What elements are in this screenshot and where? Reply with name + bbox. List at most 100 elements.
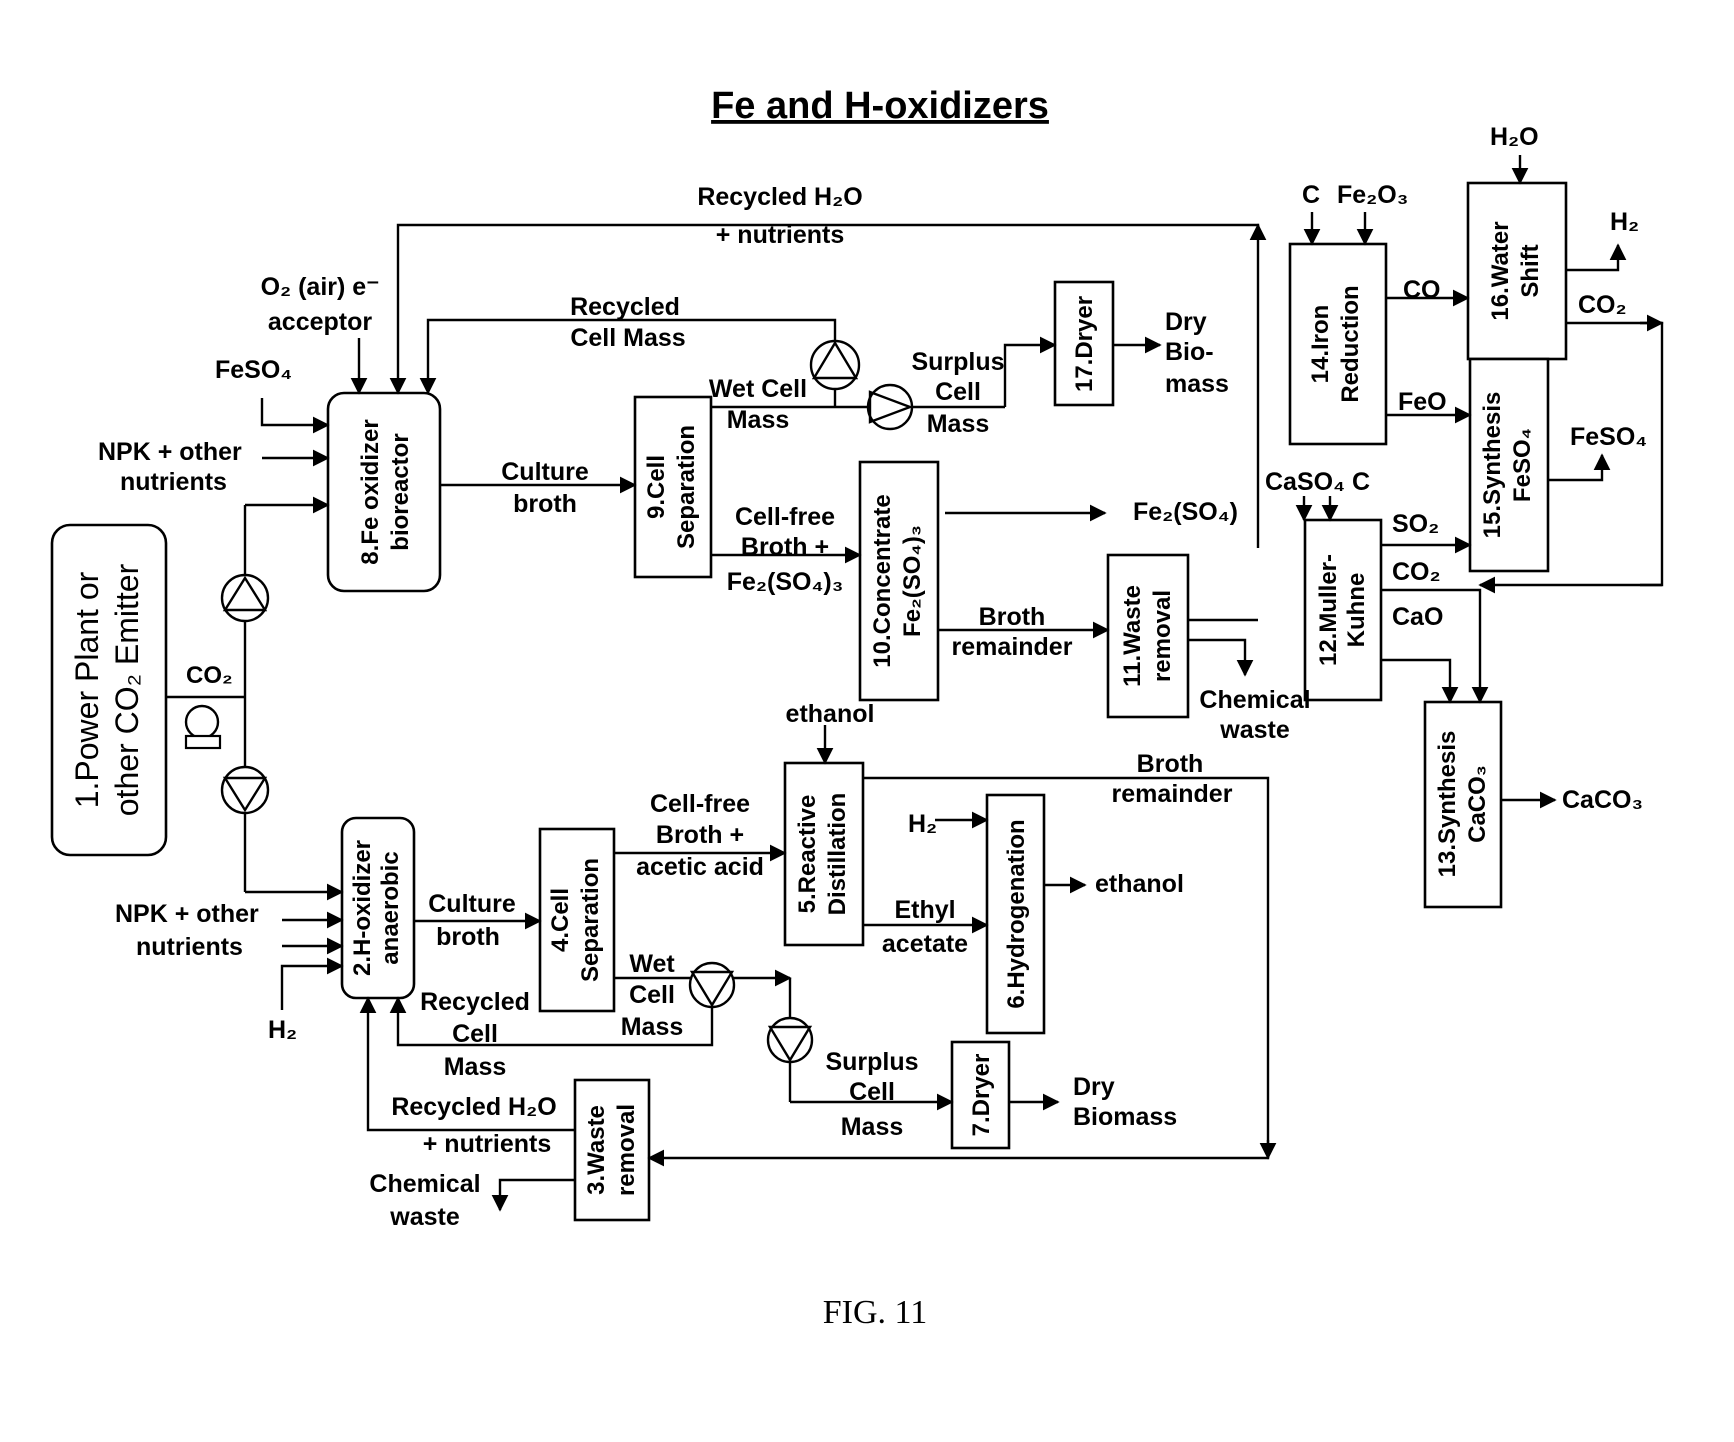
- unit-9-label-2: Separation: [673, 425, 700, 549]
- fe2o3-input-label: Fe₂O₃: [1337, 181, 1408, 209]
- pump-wet-top: [868, 385, 912, 429]
- cell-free-top-3: Fe₂(SO₄)₃: [727, 568, 844, 596]
- dry-biomass-top-3: mass: [1165, 370, 1229, 398]
- feso4-input-label: FeSO₄: [215, 356, 292, 384]
- o2-label-2: acceptor: [268, 308, 372, 336]
- cell-free-low-2: Broth +: [656, 821, 744, 849]
- broth-remainder-low-2: remainder: [1112, 780, 1233, 808]
- npk-top-label-2: nutrients: [120, 468, 227, 496]
- unit-16-label-1: 16.Water: [1487, 221, 1514, 320]
- unit-15-label-1: 15.Synthesis: [1479, 392, 1506, 539]
- surplus-top-1: Surplus: [911, 348, 1004, 376]
- unit-3-label-2: removal: [613, 1104, 640, 1196]
- unit-6-label: 6.Hydrogenation: [1003, 819, 1030, 1008]
- feso4-output-label: FeSO₄: [1570, 423, 1647, 451]
- cell-free-top-2: Broth +: [741, 533, 829, 561]
- npk-top-label-1: NPK + other: [98, 438, 242, 466]
- unit-10-label-1: 10.Concentrate: [869, 494, 896, 667]
- chemical-waste-top-2: waste: [1219, 716, 1290, 744]
- pump-surplus-bottom: [768, 1018, 812, 1062]
- broth-remainder-mid-2: remainder: [952, 633, 1073, 661]
- chemical-waste-low-2: waste: [389, 1203, 460, 1231]
- chemical-waste-low-1: Chemical: [369, 1170, 480, 1198]
- o2-label-1: O₂ (air) e⁻: [261, 273, 380, 301]
- wet-low-2: Cell: [629, 981, 675, 1009]
- unit-13-label-2: CaCO₃: [1464, 765, 1491, 843]
- ethyl-label-1: Ethyl: [894, 896, 955, 924]
- recycled-low-1: Recycled: [420, 988, 530, 1016]
- so2-label: SO₂: [1392, 510, 1439, 538]
- npk-low-label-2: nutrients: [136, 933, 243, 961]
- h2-input-label: H₂: [268, 1016, 297, 1044]
- unit-11-label-1: 11.Waste: [1119, 585, 1146, 687]
- unit-1-label-2: other CO₂ Emitter: [109, 563, 145, 816]
- wet-cell-mass-top-2: Mass: [727, 406, 790, 434]
- unit-8-fe-oxidizer: [328, 393, 440, 591]
- h2o-input-label: H₂O: [1490, 123, 1539, 151]
- unit-12-label-1: 12.Muller-: [1315, 554, 1342, 666]
- unit-3-label-1: 3.Waste: [583, 1105, 610, 1195]
- unit-15-label-2: FeSO₄: [1509, 428, 1536, 502]
- recycled-h2o-low-1: Recycled H₂O: [391, 1093, 556, 1121]
- dry-low-2: Biomass: [1073, 1103, 1177, 1131]
- unit-14-label-1: 14.Iron: [1307, 305, 1334, 384]
- wet-low-3: Mass: [621, 1013, 684, 1041]
- feo-label: FeO: [1398, 388, 1447, 416]
- unit-8-label-2: bioreactor: [387, 433, 414, 550]
- culture-broth-low-1: Culture: [428, 890, 516, 918]
- surplus-low-3: Mass: [841, 1113, 904, 1141]
- recycled-cell-mass-top-1: Recycled: [570, 293, 680, 321]
- unit-13-label-1: 13.Synthesis: [1434, 731, 1461, 878]
- unit-9-label-1: 9.Cell: [643, 455, 670, 519]
- compressor-icon: [186, 706, 220, 748]
- unit-14-label-2: Reduction: [1337, 285, 1364, 402]
- co2-mk-label: CO₂: [1392, 558, 1441, 586]
- caso4-input-label: CaSO₄ C: [1265, 468, 1370, 496]
- cell-free-top-1: Cell-free: [735, 503, 835, 531]
- ethyl-label-2: acetate: [882, 930, 968, 958]
- unit-12-label-2: Kuhne: [1343, 573, 1370, 648]
- chemical-waste-top-1: Chemical: [1199, 686, 1310, 714]
- culture-broth-low-2: broth: [436, 923, 500, 951]
- ethanol-input-label: ethanol: [786, 700, 875, 728]
- caco3-output-label: CaCO₃: [1562, 786, 1643, 814]
- surplus-top-2: Cell: [935, 378, 981, 406]
- culture-broth-top-1: Culture: [501, 458, 589, 486]
- wet-low-1: Wet: [629, 950, 675, 978]
- dry-low-1: Dry: [1073, 1073, 1115, 1101]
- dry-biomass-top-1: Dry: [1165, 308, 1207, 336]
- surplus-low-1: Surplus: [825, 1048, 918, 1076]
- c-input-label: C: [1302, 181, 1320, 209]
- recycled-h2o-top-label: Recycled H₂O: [697, 183, 862, 211]
- recycled-low-3: Mass: [444, 1053, 507, 1081]
- recycled-cell-mass-top-2: Cell Mass: [570, 324, 685, 352]
- unit-4-label-1: 4.Cell: [547, 888, 574, 952]
- broth-remainder-low-1: Broth: [1137, 750, 1204, 778]
- h2-hydro-label: H₂: [908, 810, 937, 838]
- ethanol-output-label: ethanol: [1095, 870, 1184, 898]
- recycled-h2o-low-2: + nutrients: [423, 1130, 552, 1158]
- co2-shift-label: CO₂: [1578, 291, 1627, 319]
- unit-10-label-2: Fe₂(SO₄)₃: [899, 525, 926, 637]
- unit-8-label-1: 8.Fe oxidizer: [357, 419, 384, 564]
- unit-2-label-2: anaerobic: [377, 851, 404, 964]
- surplus-low-2: Cell: [849, 1078, 895, 1106]
- unit-4-label-2: Separation: [577, 858, 604, 982]
- surplus-top-3: Mass: [927, 410, 990, 438]
- cell-free-low-3: acetic acid: [636, 853, 764, 881]
- unit-5-label-2: Distillation: [824, 793, 851, 916]
- figure-caption: FIG. 11: [823, 1294, 928, 1331]
- co-label: CO: [1403, 276, 1441, 304]
- npk-low-label-1: NPK + other: [115, 900, 259, 928]
- h2-output-label: H₂: [1610, 208, 1639, 236]
- pump-down-co2: [222, 767, 268, 813]
- wet-cell-mass-top-1: Wet Cell: [709, 375, 807, 403]
- unit-11-label-2: removal: [1149, 590, 1176, 682]
- diagram-title: Fe and H-oxidizers: [711, 85, 1049, 127]
- broth-remainder-mid-1: Broth: [979, 603, 1046, 631]
- unit-5-label-1: 5.Reactive: [794, 795, 821, 914]
- cell-free-low-1: Cell-free: [650, 790, 750, 818]
- cao-label: CaO: [1392, 603, 1443, 631]
- pump-up-co2: [222, 575, 268, 621]
